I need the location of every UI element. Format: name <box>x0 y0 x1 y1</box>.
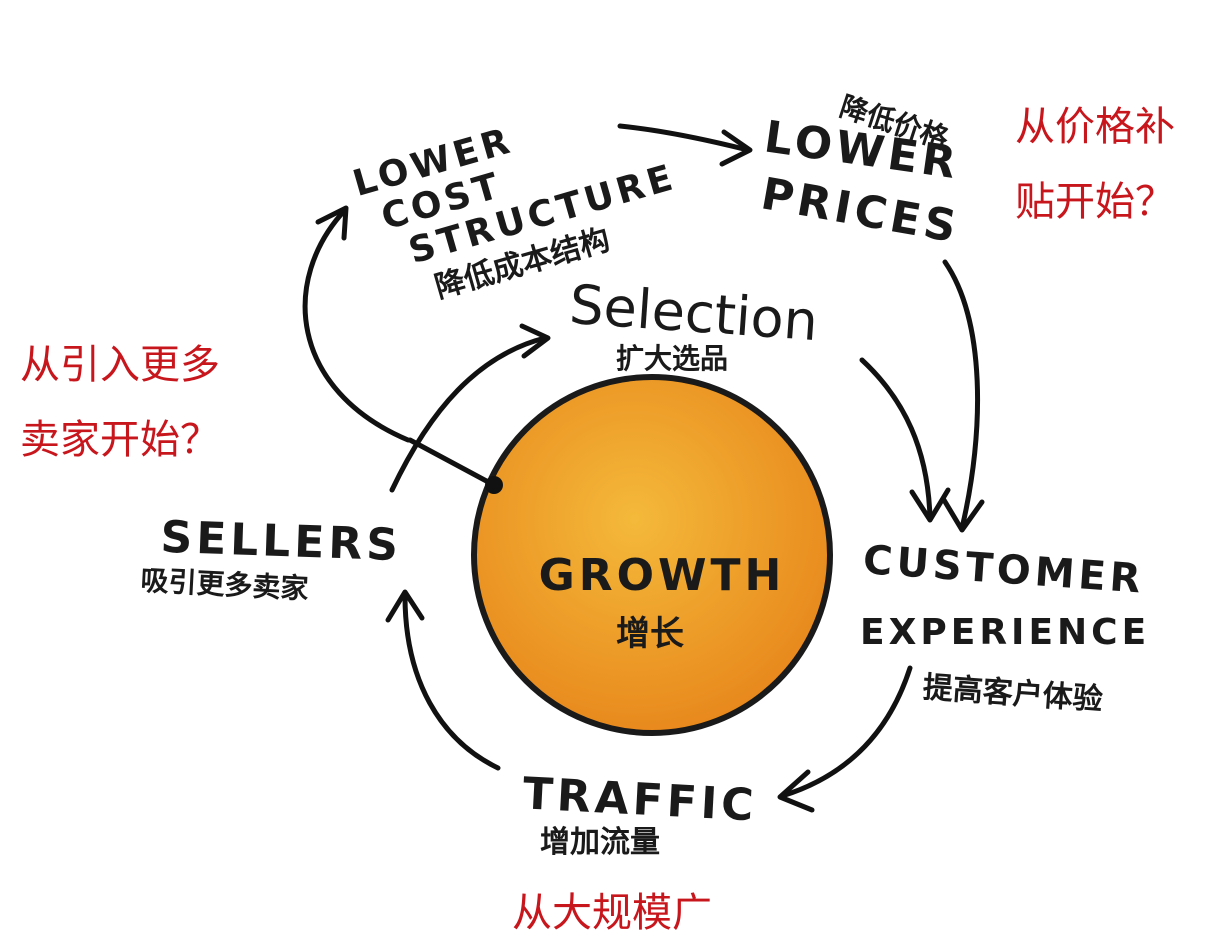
customer-experience-line-1: CUSTOMER <box>862 537 1146 603</box>
arrow-prices-to-experience <box>942 259 981 531</box>
arrow-into-growth <box>407 437 495 487</box>
annotation-prices: 从价格补 贴开始？ <box>1015 104 1175 225</box>
growth-label-cn: 增长 <box>616 614 684 654</box>
arrow-cost-to-prices <box>617 123 751 153</box>
node-sellers: SELLERS 吸引更多卖家 <box>140 512 403 606</box>
selection-label-cn: 扩大选品 <box>616 342 728 375</box>
arrow-selection-to-experience <box>859 357 933 521</box>
customer-experience-label-cn: 提高客户体验 <box>922 670 1104 717</box>
growth-circle <box>471 374 833 736</box>
arrow-experience-to-traffic <box>779 665 913 799</box>
node-lower-prices: LOWER PRICES 降低价格 <box>757 90 963 254</box>
annotation-sellers-line-2: 卖家开始？ <box>20 417 220 463</box>
arrow-sellers-to-cost <box>302 207 411 443</box>
annotation-prices-line-2: 贴开始？ <box>1015 179 1175 225</box>
annotation-traffic: 从大规模广 <box>512 890 712 936</box>
arrow-sellers-to-selection <box>389 335 548 493</box>
annotation-prices-line-1: 从价格补 <box>1015 104 1175 150</box>
annotation-sellers-line-1: 从引入更多 <box>20 342 220 388</box>
sellers-label: SELLERS <box>160 512 403 571</box>
growth-label: GROWTH <box>539 550 786 601</box>
traffic-label: TRAFFIC <box>522 768 759 831</box>
node-traffic: TRAFFIC 增加流量 <box>522 768 759 860</box>
sellers-label-cn: 吸引更多卖家 <box>140 564 310 606</box>
annotation-sellers: 从引入更多 卖家开始？ <box>20 342 220 463</box>
flywheel-arrows <box>302 123 985 813</box>
customer-experience-line-2: EXPERIENCE <box>860 612 1150 653</box>
arrow-traffic-to-sellers <box>402 593 501 771</box>
node-selection: Selection 扩大选品 <box>567 273 820 375</box>
growth-connector-dot <box>485 476 503 494</box>
traffic-label-cn: 增加流量 <box>540 825 660 860</box>
